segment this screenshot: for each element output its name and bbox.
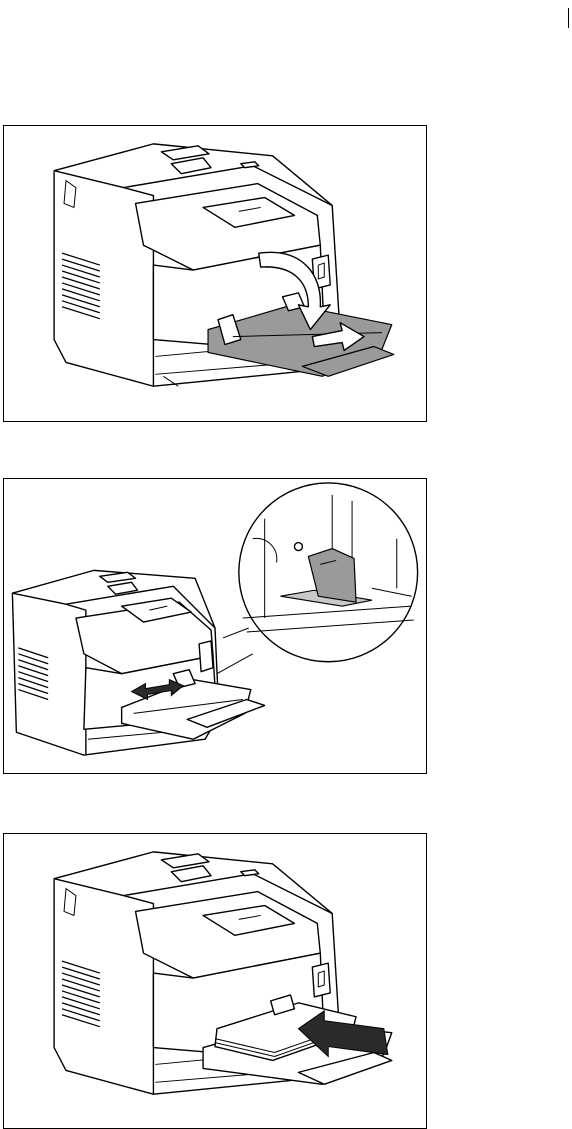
detail-callout-circle — [239, 483, 418, 662]
figure-slide-guides — [3, 478, 427, 774]
illustration-printer-load-paper — [4, 834, 426, 1128]
illustration-printer-width-guides — [4, 479, 426, 773]
illustration-printer-open-tray — [4, 126, 426, 421]
page-edge-mark — [568, 8, 569, 28]
figure-open-feeder — [3, 125, 427, 422]
figure-insert-media — [3, 833, 427, 1129]
